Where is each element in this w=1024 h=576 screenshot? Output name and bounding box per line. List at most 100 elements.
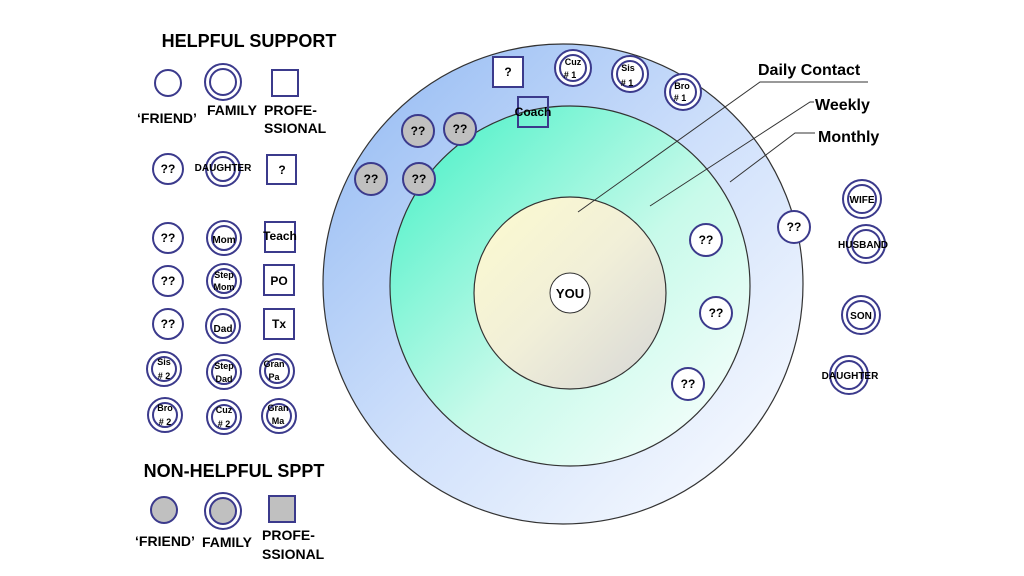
example-professional-label: ? <box>278 163 285 177</box>
family-node-label-2: # 1 <box>621 78 634 88</box>
monthly-callout-line <box>729 132 815 183</box>
example-family-label-2: Pa <box>268 372 280 382</box>
legend-family-label: FAMILY <box>207 102 258 118</box>
example-friend-label: ?? <box>161 317 176 331</box>
legend-helpful: HELPFUL SUPPORT ‘FRIEND’ FAMILY PROFE- S… <box>137 31 336 136</box>
example-family-label: Dad <box>214 324 233 335</box>
nh-friend-circle <box>150 496 178 524</box>
son-label: SON <box>850 311 872 322</box>
professional-node-label: ? <box>504 65 511 79</box>
family-node-inner <box>559 54 587 82</box>
example-family-inner <box>152 402 178 428</box>
friend-node-label: ?? <box>787 220 802 234</box>
example-family-label-2: # 2 <box>159 417 172 427</box>
friend-node <box>777 210 811 244</box>
coach-node-label: Coach <box>515 105 552 119</box>
non-helpful-friend-label: ?? <box>364 172 379 186</box>
friend-node-label: ?? <box>709 306 724 320</box>
non-helpful-friend-node <box>401 114 435 148</box>
example-family-inner <box>211 268 237 294</box>
family-node-label-2: # 1 <box>564 70 577 80</box>
example-family-label-2: Mom <box>214 282 235 292</box>
example-friend-circle <box>152 222 184 254</box>
family-node-inner <box>846 300 876 330</box>
nh-professional-label-1: PROFE- <box>262 527 315 543</box>
example-family-label-2: # 2 <box>218 419 231 429</box>
example-family-label-1: Cuz <box>216 405 233 415</box>
example-family-inner <box>151 356 177 382</box>
example-professional-square <box>263 264 295 296</box>
friend-node-label: ?? <box>681 377 696 391</box>
weekly-callout-line <box>649 101 814 207</box>
family-node-inner <box>847 184 877 214</box>
non-helpful-title: NON-HELPFUL SPPT <box>144 461 325 481</box>
helpful-support-title: HELPFUL SUPPORT <box>162 31 337 51</box>
example-professional-label: Tx <box>272 317 286 331</box>
legend-friend-circle <box>154 69 182 97</box>
contact-rings: YOU <box>322 43 804 525</box>
example-professional-square <box>266 154 297 185</box>
ring-callouts <box>577 81 868 213</box>
friend-node-label: ?? <box>699 233 714 247</box>
legend-professional-label-1: PROFE- <box>264 102 317 118</box>
non-helpful-friend-node <box>402 162 436 196</box>
example-family-label-1: Sis <box>157 357 171 367</box>
legend-family-inner-circle <box>209 68 237 96</box>
example-family-inner <box>211 404 237 430</box>
example-professional-square <box>263 308 295 340</box>
example-friend-label: ?? <box>161 274 176 288</box>
nh-family-label: FAMILY <box>202 534 253 550</box>
example-professional-square <box>264 221 296 253</box>
family-node-label-1: Cuz <box>565 57 582 67</box>
example-family-inner <box>211 225 237 251</box>
friend-node <box>699 296 733 330</box>
non-helpful-friend-node <box>354 162 388 196</box>
example-professional-label: Teach <box>263 229 297 243</box>
example-family-inner <box>211 359 237 385</box>
example-family-label-2: Ma <box>272 416 285 426</box>
friend-node <box>689 223 723 257</box>
example-friend-circle <box>152 308 184 340</box>
ring-nodes: ? Cuz # 1 Sis # 1 Bro # 1 Coach ?? ?? ??… <box>354 49 811 401</box>
example-family-inner <box>266 403 292 429</box>
example-family-label: DAUGHTER <box>195 163 252 174</box>
legend-professional-label-2: SSIONAL <box>264 120 327 136</box>
family-node-label-2: # 1 <box>674 93 687 103</box>
outside-nodes: WIFE HUSBAND SON DAUGHTER <box>822 179 888 395</box>
you-center-circle <box>549 272 591 314</box>
nh-family-inner-circle <box>209 497 237 525</box>
example-friend-circle <box>152 153 184 185</box>
example-family-inner <box>210 156 236 182</box>
example-family-label-2: # 2 <box>158 371 171 381</box>
non-helpful-friend-label: ?? <box>453 122 468 136</box>
weekly-label: Weekly <box>815 97 870 114</box>
legend-friend-label: ‘FRIEND’ <box>137 110 197 126</box>
legend-examples: ?? DAUGHTER ? ?? Mom Teach ?? Step Mom P… <box>146 151 297 435</box>
example-family-label-1: Step <box>214 361 234 371</box>
example-professional-label: PO <box>270 274 287 288</box>
non-helpful-friend-node <box>443 112 477 146</box>
family-node-inner <box>616 60 644 88</box>
example-friend-circle <box>152 265 184 297</box>
husband-label: HUSBAND <box>838 240 888 251</box>
example-family-label-1: Step <box>214 270 234 280</box>
example-friend-label: ?? <box>161 231 176 245</box>
daily-callout-line <box>577 81 868 213</box>
family-node-label-1: Bro <box>674 81 690 91</box>
example-family-label-1: Gran <box>263 359 284 369</box>
monthly-label: Monthly <box>818 129 879 146</box>
family-node-label-1: Sis <box>621 63 635 73</box>
example-friend-label: ?? <box>161 162 176 176</box>
example-family-label-2: Dad <box>215 374 232 384</box>
example-family-inner <box>264 358 290 384</box>
non-helpful-friend-label: ?? <box>412 172 427 186</box>
professional-node <box>492 56 524 88</box>
daily-contact-label: Daily Contact <box>758 62 861 79</box>
nh-professional-square <box>268 495 296 523</box>
legend-professional-square <box>271 69 299 97</box>
daughter-label: DAUGHTER <box>822 371 879 382</box>
family-node-inner <box>851 229 881 259</box>
friend-node <box>671 367 705 401</box>
you-label: YOU <box>556 286 584 301</box>
example-family-inner <box>210 313 236 339</box>
